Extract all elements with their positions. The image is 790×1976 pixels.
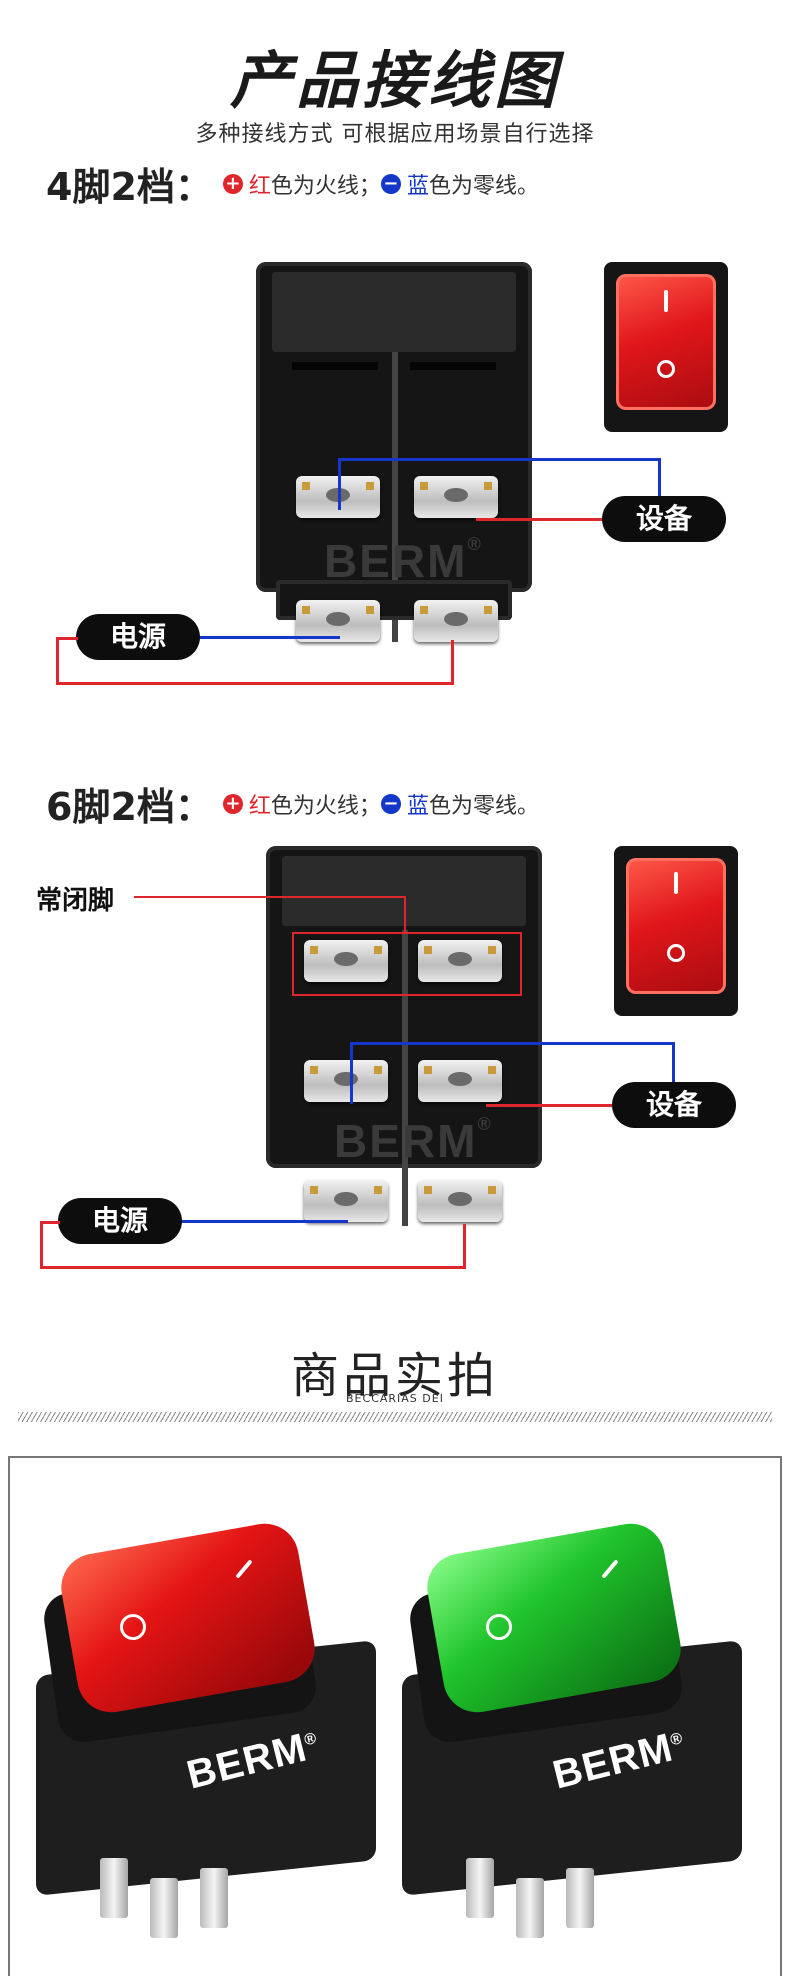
live-wire: [56, 637, 78, 640]
switch-slot: [410, 362, 496, 370]
rocker-off-mark: [667, 944, 685, 962]
terminal: [414, 476, 498, 518]
product-pin: [466, 1858, 494, 1918]
terminal: [296, 600, 380, 642]
live-color-word: 红: [248, 173, 271, 199]
photos-title: 商品实拍: [290, 1348, 499, 1404]
live-color-text: 色为火线；: [270, 793, 381, 819]
terminal: [304, 940, 388, 982]
terminal: [418, 1180, 502, 1222]
neutral-wire: [350, 1042, 353, 1104]
live-color-word: 红: [248, 793, 271, 819]
normally-closed-highlight: [292, 932, 522, 996]
neutral-color-text: 色为零线。: [428, 793, 539, 819]
minus-icon: −: [380, 173, 401, 194]
terminal: [414, 600, 498, 642]
live-wire: [56, 682, 454, 685]
plus-icon: +: [222, 793, 243, 814]
power-label: 电源: [58, 1198, 182, 1244]
neutral-color-word: 蓝: [406, 173, 429, 199]
live-color-text: 色为火线；: [270, 173, 381, 199]
rocker-off-mark: [486, 1614, 512, 1640]
neutral-color-text: 色为零线。: [428, 173, 539, 199]
photos-subtitle: BECCARIAS DEI: [346, 1392, 444, 1405]
product-pin: [200, 1868, 228, 1928]
rocker-off-mark: [120, 1614, 146, 1640]
rocker-off-mark: [657, 360, 675, 378]
minus-icon: −: [380, 793, 401, 814]
terminal: [418, 1060, 502, 1102]
live-wire: [476, 518, 602, 521]
section1-title: 4脚2档: [46, 165, 175, 209]
section2-title: 6脚2档: [46, 785, 175, 829]
normally-closed-label: 常闭脚: [36, 886, 115, 916]
product-pin: [566, 1868, 594, 1928]
rocker-on-mark: [674, 872, 678, 894]
section2-colon: ：: [174, 785, 213, 829]
page-title: 产品接线图: [229, 44, 560, 117]
device-label: 设备: [612, 1082, 736, 1128]
neutral-wire: [658, 458, 661, 498]
product-pin: [150, 1878, 178, 1938]
device-label: 设备: [602, 496, 726, 542]
product-pin: [100, 1858, 128, 1918]
product-photo-frame: BERM® BERM®: [8, 1456, 782, 1976]
berm-watermark: BERM®: [324, 534, 483, 587]
section1-colon: ：: [174, 165, 213, 209]
section2-heading: 6脚2档 ： + 红 色为火线； − 蓝 色为零线。: [46, 776, 539, 831]
berm-watermark: BERM®: [334, 1114, 493, 1167]
page-subtitle: 多种接线方式 可根据应用场景自行选择: [195, 122, 595, 147]
neutral-wire: [350, 1042, 674, 1045]
live-wire: [40, 1221, 60, 1224]
live-wire: [40, 1266, 466, 1269]
rocker-on-mark: [664, 290, 668, 312]
nc-pointer-line: [404, 896, 406, 932]
section1-heading: 4脚2档 ： + 红 色为火线； − 蓝 色为零线。: [46, 156, 539, 211]
neutral-wire: [338, 458, 660, 461]
live-wire: [40, 1222, 43, 1268]
live-wire: [451, 640, 454, 685]
terminal: [418, 940, 502, 982]
nc-pointer-line: [134, 896, 406, 898]
terminal: [304, 1060, 388, 1102]
neutral-wire: [180, 1220, 348, 1223]
switch-divider: [392, 352, 398, 642]
live-wire: [56, 638, 59, 684]
neutral-wire: [338, 458, 341, 510]
live-wire: [463, 1224, 466, 1269]
plus-icon: +: [222, 173, 243, 194]
live-wire: [486, 1104, 612, 1107]
power-label: 电源: [76, 614, 200, 660]
neutral-color-word: 蓝: [406, 793, 429, 819]
hatch-divider: [18, 1412, 772, 1422]
neutral-wire: [672, 1042, 675, 1084]
terminal: [304, 1180, 388, 1222]
neutral-wire: [196, 636, 340, 639]
product-pin: [516, 1878, 544, 1938]
switch-4pin-top: [272, 272, 516, 352]
switch-slot: [292, 362, 378, 370]
switch-divider: [402, 930, 408, 1226]
